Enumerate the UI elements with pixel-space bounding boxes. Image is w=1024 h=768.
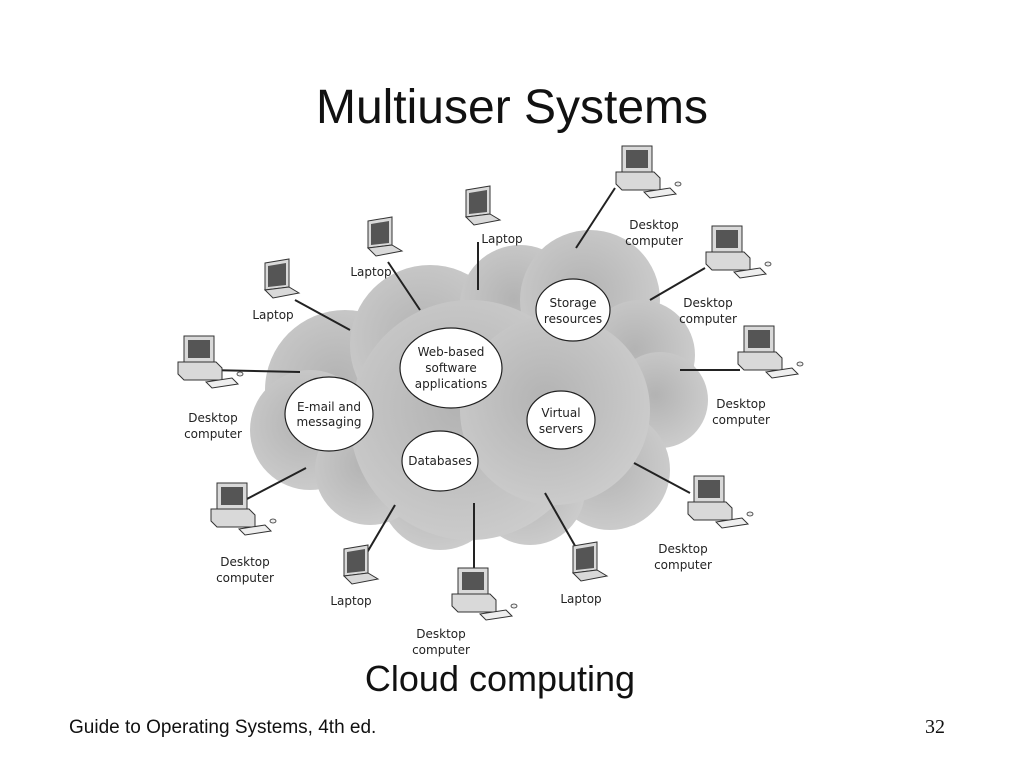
- line-laptop-left: [294, 299, 351, 331]
- laptop-icon: [464, 185, 502, 226]
- device-laptop-left: Laptop: [252, 258, 301, 322]
- desktop-computer-icon: [177, 335, 244, 389]
- service-web-line-0: Web-based: [418, 345, 485, 359]
- slide-title: Multiuser Systems: [315, 81, 709, 134]
- laptop-icon: [342, 544, 380, 585]
- service-virtual-line-1: servers: [539, 422, 583, 436]
- service-web-line-2: applications: [415, 377, 487, 391]
- service-databases-line-0: Databases: [408, 454, 472, 468]
- line-desktop-right-upper: [649, 267, 706, 301]
- device-laptop-upper-left: Laptop: [350, 216, 404, 279]
- laptop-icon: [366, 216, 404, 257]
- service-web: Web-based software applications: [399, 327, 503, 409]
- device-desktop-right-lower: Desktop computer: [654, 475, 754, 572]
- device-label: Laptop: [252, 308, 293, 322]
- service-databases: Databases: [401, 430, 479, 492]
- line-laptop-bottom-right: [544, 492, 579, 552]
- device-label: Desktop: [220, 555, 270, 569]
- line-laptop-upper-left: [387, 261, 421, 311]
- footer-book-title: Guide to Operating Systems, 4th ed.: [69, 717, 377, 738]
- diagram-caption: Cloud computing: [364, 658, 636, 699]
- service-storage-line-1: resources: [544, 312, 602, 326]
- device-desktop-top-right: Desktop computer: [615, 145, 683, 248]
- service-storage: Storage resources: [535, 278, 611, 342]
- device-label: computer: [216, 571, 274, 585]
- line-laptop-bottom-left: [364, 504, 396, 557]
- device-label: computer: [654, 558, 712, 572]
- device-label: computer: [712, 413, 770, 427]
- service-virtual: Virtual servers: [526, 390, 596, 450]
- desktop-computer-icon: [705, 225, 772, 279]
- page-number: 32: [925, 716, 945, 738]
- connection-lines: [207, 187, 740, 575]
- device-laptop-bottom-right: Laptop: [560, 541, 609, 606]
- device-desktop-bottom-left: Desktop computer: [210, 482, 277, 585]
- service-email-line-1: messaging: [296, 415, 361, 429]
- device-desktop-right-upper: Desktop computer: [679, 225, 772, 326]
- device-label: Desktop: [188, 411, 238, 425]
- desktop-computer-icon: [687, 475, 754, 529]
- desktop-computer-icon: [615, 145, 682, 199]
- laptop-icon: [263, 258, 301, 299]
- device-label: Desktop: [629, 218, 679, 232]
- service-storage-line-0: Storage: [550, 296, 597, 310]
- device-label: computer: [184, 427, 242, 441]
- desktop-computer-icon: [451, 567, 518, 621]
- device-label: Desktop: [683, 296, 733, 310]
- device-label: Desktop: [416, 627, 466, 641]
- device-label: Laptop: [560, 592, 601, 606]
- device-label: computer: [625, 234, 683, 248]
- desktop-computer-icon: [210, 482, 277, 536]
- service-email: E-mail and messaging: [284, 376, 374, 452]
- line-desktop-bottom-left: [244, 467, 307, 501]
- device-label: Laptop: [350, 265, 391, 279]
- device-label: Desktop: [658, 542, 708, 556]
- device-laptop-bottom-left: Laptop: [330, 544, 380, 608]
- line-desktop-left: [207, 369, 301, 373]
- device-desktop-right: Desktop computer: [712, 325, 804, 427]
- device-label: Desktop: [716, 397, 766, 411]
- service-web-line-1: software: [425, 361, 477, 375]
- laptop-icon: [571, 541, 609, 582]
- device-label: computer: [679, 312, 737, 326]
- service-email-line-0: E-mail and: [297, 400, 361, 414]
- line-desktop-right-lower: [633, 462, 691, 494]
- line-desktop-top-right: [575, 187, 616, 249]
- device-label: Laptop: [481, 232, 522, 246]
- device-label: computer: [412, 643, 470, 657]
- device-label: Laptop: [330, 594, 371, 608]
- device-laptop-top: Laptop: [464, 185, 523, 246]
- device-desktop-left: Desktop computer: [177, 335, 244, 441]
- desktop-computer-icon: [737, 325, 804, 379]
- service-virtual-line-0: Virtual: [541, 406, 580, 420]
- device-desktop-bottom: Desktop computer: [412, 567, 518, 657]
